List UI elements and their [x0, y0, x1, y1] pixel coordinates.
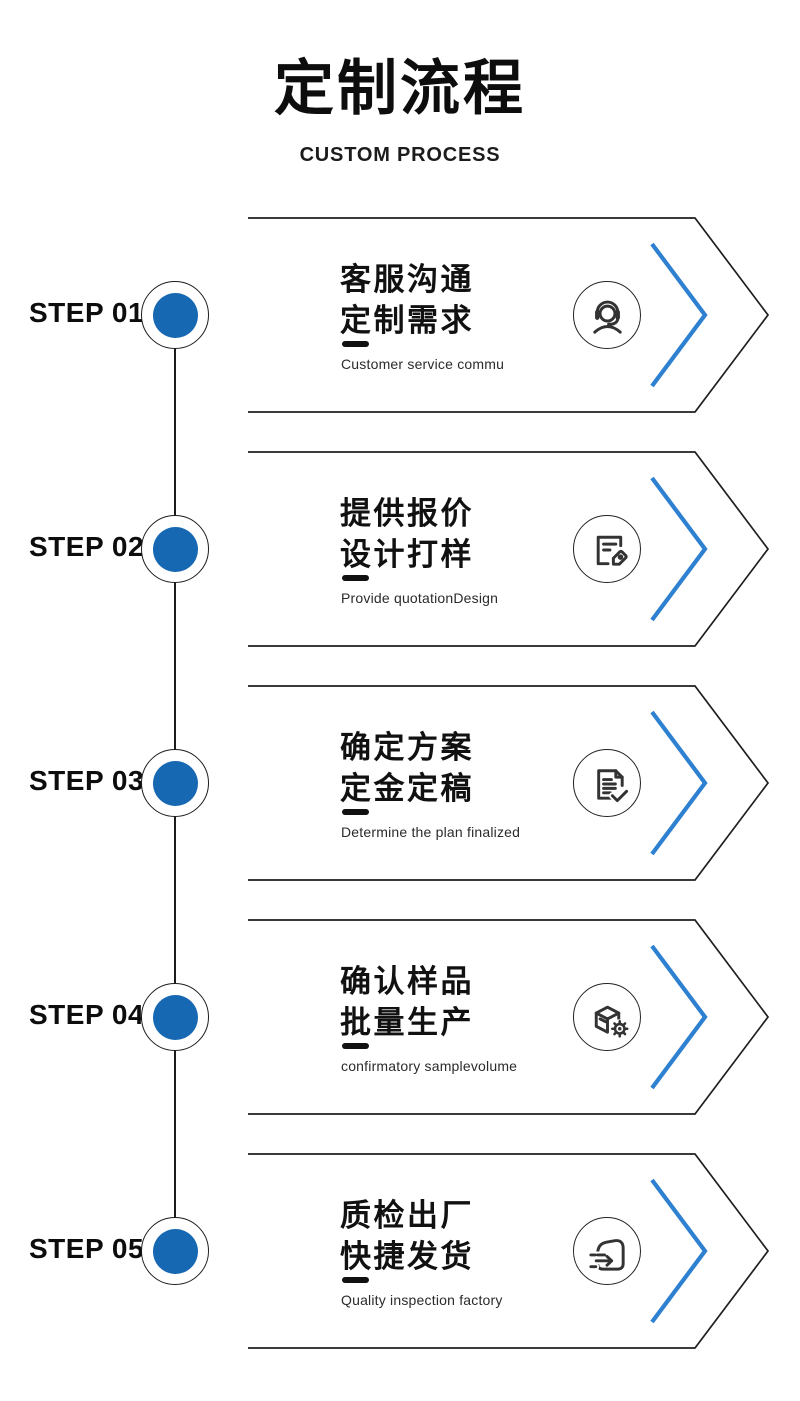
timeline-node	[141, 749, 209, 817]
banner-arrow-shape	[248, 685, 770, 881]
step-text-block: 质检出厂 快捷发货 Quality inspection factory	[340, 1134, 590, 1368]
step-text-block: 客服沟通 定制需求 Customer service commu	[340, 198, 590, 432]
step-title-line1: 提供报价	[340, 496, 474, 531]
step-text-block: 确认样品 批量生产 confirmatory samplevolume	[340, 900, 590, 1134]
icon-circle	[573, 749, 641, 817]
timeline-node	[141, 983, 209, 1051]
page-title: 定制流程	[274, 55, 526, 122]
step-text-block: 确定方案 定金定稿 Determine the plan finalized	[340, 666, 590, 900]
step-title-line2: 快捷发货	[340, 1239, 474, 1274]
fast-delivery-icon	[586, 1238, 625, 1271]
timeline-node-dot	[152, 1228, 198, 1274]
icon-circle	[573, 281, 641, 349]
banner-arrow-shape	[248, 217, 770, 413]
step-title-line2: 批量生产	[340, 1005, 474, 1040]
step-title-line2: 定制需求	[340, 303, 474, 338]
step-subtitle: Quality inspection factory	[341, 1292, 503, 1308]
step-title-line2: 定金定稿	[340, 771, 474, 806]
step-label: STEP 02	[29, 531, 145, 562]
icon-circle	[573, 1217, 641, 1285]
timeline-node	[141, 1217, 209, 1285]
step-row-4: STEP 04 确认样品 批量生产 confirmatory samplevo	[0, 900, 800, 1134]
title-underline-dash	[342, 575, 369, 581]
timeline-node-dot	[152, 292, 198, 338]
step-title-line1: 确认样品	[340, 964, 474, 999]
banner-arrow-shape	[248, 1153, 770, 1349]
banner-arrow-shape	[248, 451, 770, 647]
step-label: STEP 05	[29, 1233, 145, 1264]
step-title-line1: 确定方案	[340, 730, 474, 765]
icon-circle	[573, 515, 641, 583]
timeline-node	[141, 515, 209, 583]
chevron-right-icon	[650, 476, 708, 622]
document-check-icon	[596, 768, 630, 804]
step-subtitle: Customer service commu	[341, 356, 505, 372]
banner-arrow-shape	[248, 919, 770, 1115]
step-label: STEP 01	[29, 297, 145, 328]
quotation-document-tag-icon	[596, 535, 628, 566]
title-underline-dash	[342, 1277, 369, 1283]
step-row-1: STEP 01 客服沟通 定制需求 Customer service commu	[0, 198, 800, 432]
step-title-line1: 质检出厂	[340, 1198, 474, 1233]
step-row-2: STEP 02 提供报价 设计打样 Provide quotationDesig…	[0, 432, 800, 666]
step-subtitle: Provide quotationDesign	[341, 590, 499, 606]
title-underline-dash	[342, 1043, 369, 1049]
chevron-right-icon	[650, 710, 708, 856]
icon-circle	[573, 983, 641, 1051]
customer-service-headset-icon	[592, 300, 622, 334]
step-title-line2: 设计打样	[340, 537, 474, 572]
step-label: STEP 04	[29, 999, 145, 1030]
timeline-node-dot	[152, 760, 198, 806]
timeline-node-dot	[152, 994, 198, 1040]
chevron-right-icon	[650, 1178, 708, 1324]
step-text-block: 提供报价 设计打样 Provide quotationDesign	[340, 432, 590, 666]
step-subtitle: confirmatory samplevolume	[341, 1058, 518, 1074]
step-title-line1: 客服沟通	[340, 262, 474, 297]
chevron-right-icon	[650, 944, 708, 1090]
page-subtitle: CUSTOM PROCESS	[299, 144, 501, 166]
step-row-5: STEP 05 质检出厂 快捷发货 Quality inspection fac…	[0, 1134, 800, 1368]
timeline-node	[141, 281, 209, 349]
step-subtitle: Determine the plan finalized	[341, 824, 521, 840]
step-label: STEP 03	[29, 765, 145, 796]
production-box-gear-icon	[594, 1005, 629, 1038]
timeline-node-dot	[152, 526, 198, 572]
chevron-right-icon	[650, 242, 708, 388]
title-underline-dash	[342, 809, 369, 815]
title-underline-dash	[342, 341, 369, 347]
step-row-3: STEP 03 确定方案 定金定稿 Determine the plan fi	[0, 666, 800, 900]
